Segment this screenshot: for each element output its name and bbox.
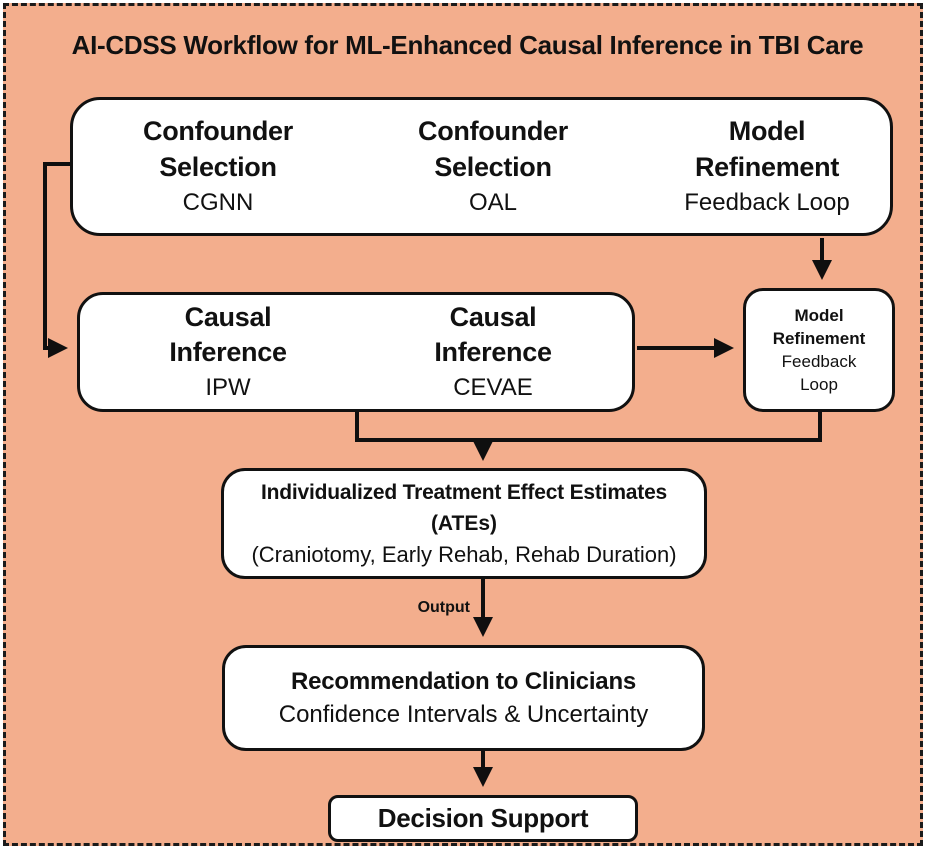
ate-line2: (ATEs)	[430, 512, 498, 535]
node-confounder-selection-cgnn: Confounder Selection CGNN	[108, 100, 328, 233]
output-label: Output	[417, 599, 470, 616]
node-title: Model Refinement	[694, 115, 840, 182]
mid-pipeline-box: Causal Inference IPW Causal Inference CE…	[77, 292, 635, 412]
node-causal-inference-cevae: Causal Inference CEVAE	[393, 295, 593, 409]
node-title: Recommendation to Clinicians	[290, 668, 637, 695]
node-method: Feedback Loop	[781, 352, 857, 394]
node-method: IPW	[205, 373, 251, 401]
node-title: Causal Inference	[434, 301, 552, 367]
node-causal-inference-ipw: Causal Inference IPW	[128, 295, 328, 409]
node-title: Model Refinement	[772, 306, 866, 348]
node-decision-support: Decision Support	[328, 795, 638, 842]
ate-line3: (Craniotomy, Early Rehab, Rehab Duration…	[251, 542, 677, 567]
node-method: OAL	[468, 188, 518, 216]
ate-line1: Individualized Treatment Effect Estimate…	[260, 481, 668, 504]
node-detail: Confidence Intervals & Uncertainty	[278, 701, 649, 728]
node-method: CGNN	[182, 188, 254, 216]
top-pipeline-box: Confounder Selection CGNN Confounder Sel…	[70, 97, 893, 236]
node-title: Causal Inference	[169, 301, 287, 367]
node-title: Decision Support	[377, 803, 589, 833]
node-method: CEVAE	[453, 373, 533, 401]
node-ate-estimates: Individualized Treatment Effect Estimate…	[221, 468, 707, 579]
node-recommendation: Recommendation to Clinicians Confidence …	[222, 645, 705, 751]
node-confounder-selection-oal: Confounder Selection OAL	[383, 100, 603, 233]
node-method: Feedback Loop	[684, 188, 850, 216]
node-title: Confounder Selection	[143, 115, 293, 182]
node-model-refinement-top: Model Refinement Feedback Loop	[672, 100, 862, 233]
node-title: Confounder Selection	[418, 115, 568, 182]
node-model-refinement-side: Model Refinement Feedback Loop	[743, 288, 895, 412]
diagram-title: AI-CDSS Workflow for ML-Enhanced Causal …	[71, 30, 864, 60]
